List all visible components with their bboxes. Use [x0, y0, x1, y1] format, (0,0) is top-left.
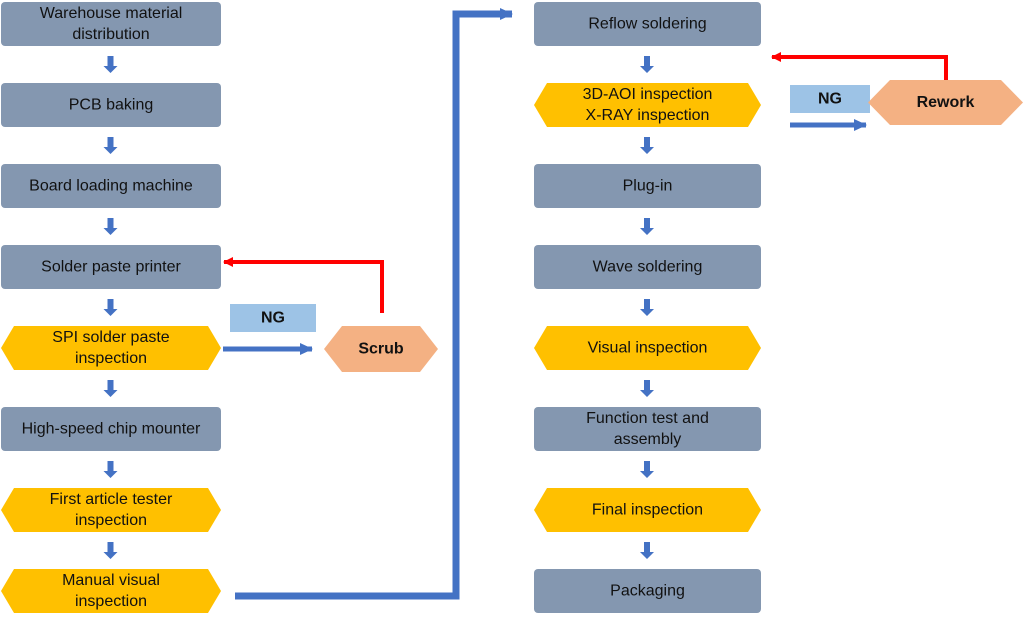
- down-arrow: [103, 137, 118, 154]
- step-function-test: Function test and assembly: [534, 407, 761, 451]
- ng-aoi-tag: NG: [790, 85, 870, 113]
- ng-tag-label: NG: [818, 91, 842, 108]
- node-label-line: Plug-in: [623, 178, 673, 195]
- process-box: [534, 2, 761, 46]
- node-label-line: inspection: [75, 350, 147, 367]
- step-reflow: Reflow soldering: [534, 2, 761, 46]
- down-arrow: [103, 380, 118, 397]
- node-label-line: Visual inspection: [588, 340, 708, 357]
- inspection-hexagon: [1, 326, 221, 370]
- step-final: Final inspection: [534, 488, 761, 532]
- step-spi: SPI solder paste inspection: [1, 326, 221, 370]
- node-label-line: Reflow soldering: [588, 16, 706, 33]
- rework-label: Rework: [917, 94, 975, 111]
- process-box: [534, 407, 761, 451]
- process-box: [534, 164, 761, 208]
- step-warehouse: Warehouse material distribution: [1, 2, 221, 46]
- node-label-line: Manual visual: [62, 572, 160, 589]
- node-label-line: Final inspection: [592, 502, 703, 519]
- node-label-line: Solder paste printer: [41, 259, 181, 276]
- down-arrow: [103, 218, 118, 235]
- process-box: [1, 245, 221, 289]
- rework-hexagon: [324, 326, 438, 372]
- inspection-hexagon: [534, 488, 761, 532]
- down-arrow: [640, 137, 654, 154]
- connectors: [223, 8, 948, 600]
- node-label-line: Function test and: [586, 410, 709, 427]
- ng-tag-box: [790, 85, 870, 113]
- flow-arrows: [103, 56, 654, 559]
- node-label-line: First article tester: [50, 491, 173, 508]
- node-label-line: SPI solder paste: [52, 329, 170, 346]
- node-label-line: 3D-AOI inspection: [583, 86, 713, 103]
- down-arrow: [103, 56, 118, 73]
- step-plug-in: Plug-in: [534, 164, 761, 208]
- column-connector-arrow: [235, 8, 513, 600]
- inspection-hexagon: [534, 83, 761, 127]
- node-label-line: assembly: [614, 431, 682, 448]
- process-box: [1, 2, 221, 46]
- node-label-line: Warehouse material: [40, 5, 183, 22]
- process-box: [1, 83, 221, 127]
- step-manual-visual: Manual visual inspection: [1, 569, 221, 613]
- step-board-loading: Board loading machine: [1, 164, 221, 208]
- down-arrow: [103, 461, 118, 478]
- down-arrow: [640, 461, 654, 478]
- down-arrow: [640, 299, 654, 316]
- process-box: [534, 245, 761, 289]
- down-arrow: [640, 380, 654, 397]
- node-label-line: X-RAY inspection: [586, 107, 710, 124]
- step-packaging: Packaging: [534, 569, 761, 613]
- node-label-line: Packaging: [610, 583, 685, 600]
- ng-tag-label: NG: [261, 310, 285, 327]
- down-arrow: [640, 56, 654, 73]
- ng-spi-tag: NG: [230, 304, 316, 332]
- down-arrow: [640, 218, 654, 235]
- down-arrow: [103, 299, 118, 316]
- step-pcb-baking: PCB baking: [1, 83, 221, 127]
- scrub-label: Scrub: [358, 341, 404, 358]
- step-visual: Visual inspection: [534, 326, 761, 370]
- down-arrow: [103, 542, 118, 559]
- node-label-line: inspection: [75, 512, 147, 529]
- ng-tag-box: [230, 304, 316, 332]
- rework-node: Rework: [868, 80, 1023, 125]
- node-label-line: inspection: [75, 593, 147, 610]
- rework-hexagon: [868, 80, 1023, 125]
- step-first-article: First article tester inspection: [1, 488, 221, 532]
- step-solder-paste-printer: Solder paste printer: [1, 245, 221, 289]
- inspection-hexagon: [534, 326, 761, 370]
- node-label-line: Wave soldering: [593, 259, 703, 276]
- node-label-line: PCB baking: [69, 97, 154, 114]
- scrub-node: Scrub: [324, 326, 438, 372]
- node-label-line: Board loading machine: [29, 178, 193, 195]
- node-label-line: High-speed chip mounter: [22, 421, 201, 438]
- step-wave: Wave soldering: [534, 245, 761, 289]
- inspection-hexagon: [1, 488, 221, 532]
- process-box: [1, 407, 221, 451]
- down-arrow: [640, 542, 654, 559]
- process-box: [534, 569, 761, 613]
- node-label-line: distribution: [72, 26, 149, 43]
- scrub-return-arrow: [223, 257, 384, 313]
- process-box: [1, 164, 221, 208]
- step-chip-mounter: High-speed chip mounter: [1, 407, 221, 451]
- inspection-hexagon: [1, 569, 221, 613]
- rework-return-arrow: [771, 52, 948, 80]
